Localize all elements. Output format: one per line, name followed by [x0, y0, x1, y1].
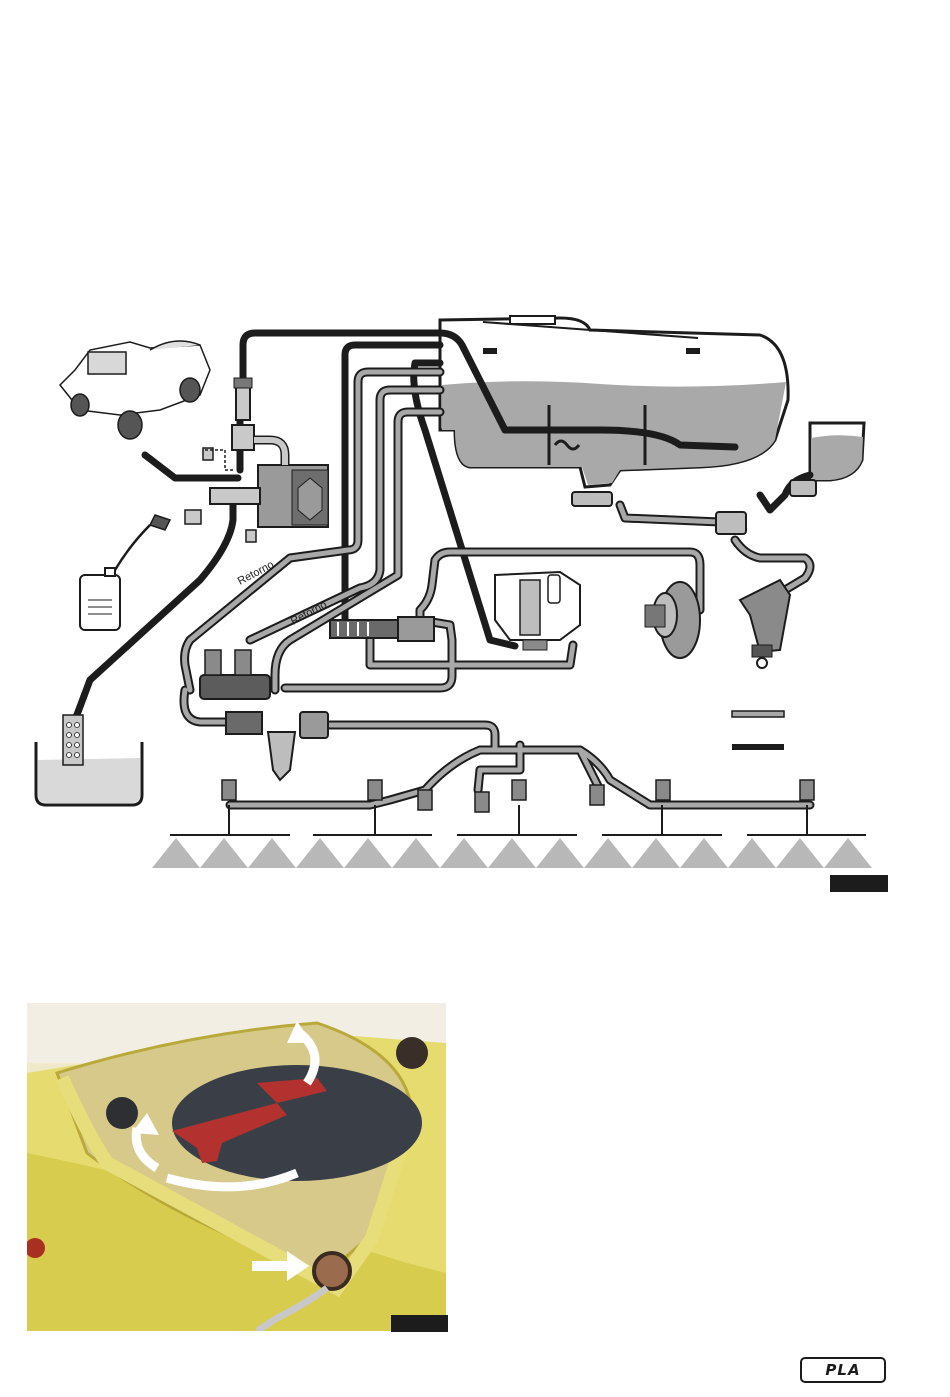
centrifugal-pump: [645, 582, 700, 658]
mixing-manifold: [330, 617, 434, 641]
hydraulic-circuit-diagram: Retorno Retorno: [0, 300, 950, 900]
jerrycan-icon: [80, 568, 120, 630]
water-source-tank: [36, 715, 142, 805]
chemical-inductor-tank: [495, 572, 580, 650]
brand-logo: PLA: [800, 1357, 886, 1383]
spray-boom: [152, 805, 880, 868]
figure-tag: [830, 875, 888, 892]
regulation-valve-block: [200, 650, 328, 780]
brand-logo-text: PLA: [825, 1361, 860, 1379]
legend-dark-line: [732, 744, 784, 750]
clean-water-tank: [810, 423, 864, 480]
photo-figure-tag: [391, 1315, 448, 1332]
legend-light-line: [732, 711, 784, 717]
suction-filter: [740, 580, 790, 668]
tank-lid-photo: [27, 1003, 446, 1331]
tank-outlet-valves: [572, 480, 816, 534]
tractor-icon: [60, 341, 210, 439]
pump: [210, 378, 328, 527]
